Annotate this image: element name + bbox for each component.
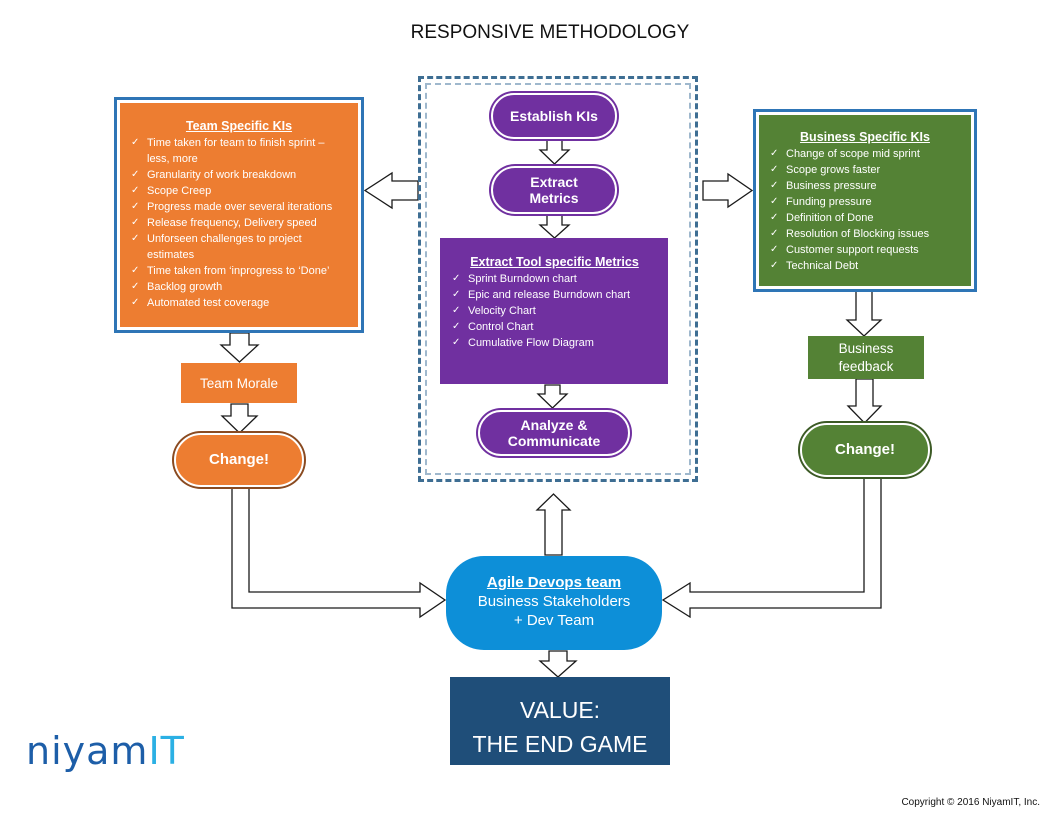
arrow-to-team-kis xyxy=(363,171,419,210)
arrow-morale-to-change xyxy=(220,403,259,434)
logo-part2: IT xyxy=(148,729,185,773)
arrow-feedback-to-change xyxy=(846,378,883,424)
niyamit-logo: niyamIT xyxy=(26,729,185,773)
team-ki-item: Progress made over several iterations xyxy=(130,199,348,215)
team-ki-item: Scope Creep xyxy=(130,183,348,199)
arrow-to-business-kis xyxy=(702,172,754,209)
tool-metric-item: Epic and release Burndown chart xyxy=(451,287,658,303)
arrow-establish-to-extract xyxy=(538,139,571,165)
analyze-line2: Communicate xyxy=(507,433,601,449)
business-ki-item: Business pressure xyxy=(769,178,961,194)
team-ki-item: Release frequency, Delivery speed xyxy=(130,215,348,231)
team-ki-item: Backlog growth xyxy=(130,279,348,295)
team-kis-heading: Team Specific KIs xyxy=(185,119,293,133)
team-morale-box: Team Morale xyxy=(181,363,297,403)
arrow-extract-to-tool-metrics xyxy=(538,213,571,239)
center-dashed-frame-inner xyxy=(425,83,691,475)
business-ki-item: Change of scope mid sprint xyxy=(769,146,961,162)
team-ki-item: Granularity of work breakdown xyxy=(130,167,348,183)
arrow-change-left-to-agile xyxy=(231,485,447,619)
tool-metrics-heading: Extract Tool specific Metrics xyxy=(470,255,639,269)
business-ki-item: Scope grows faster xyxy=(769,162,961,178)
center-dashed-frame xyxy=(418,76,698,482)
tool-metrics-list: Sprint Burndown chart Epic and release B… xyxy=(451,271,658,351)
team-ki-item: Time taken from ‘inprogress to ‘Done’ xyxy=(130,263,348,279)
tool-metric-item: Velocity Chart xyxy=(451,303,658,319)
change-left-label: Change! xyxy=(209,451,269,469)
business-ki-item: Customer support requests xyxy=(769,242,961,258)
extract-metrics-line2: Metrics xyxy=(529,190,579,206)
team-ki-item: Automated test coverage xyxy=(130,295,348,311)
value-box: VALUE: THE END GAME xyxy=(450,677,670,765)
arrow-tool-metrics-to-analyze xyxy=(536,384,569,409)
team-ki-item: Time taken for team to finish sprint – l… xyxy=(130,135,348,167)
logo-part1: niyam xyxy=(26,729,149,773)
business-kis-box: Business Specific KIs Change of scope mi… xyxy=(756,112,974,289)
value-line2: THE END GAME xyxy=(472,731,648,757)
arrow-agile-to-value xyxy=(538,650,578,678)
value-line1: VALUE: xyxy=(519,697,601,723)
page-title: RESPONSIVE METHODOLOGY xyxy=(410,22,690,43)
business-ki-item: Resolution of Blocking issues xyxy=(769,226,961,242)
establish-kis-label: Establish KIs xyxy=(510,107,598,124)
tool-metric-item: Control Chart xyxy=(451,319,658,335)
copyright-text: Copyright © 2016 NiyamIT, Inc. xyxy=(901,797,1040,808)
business-kis-heading: Business Specific KIs xyxy=(800,130,930,144)
business-feedback-line1: Business xyxy=(838,340,894,356)
business-feedback-box: Business feedback xyxy=(808,336,924,379)
team-morale-label: Team Morale xyxy=(199,375,279,391)
team-kis-list: Time taken for team to finish sprint – l… xyxy=(130,135,348,311)
change-left-node: Change! xyxy=(174,433,304,487)
arrow-agile-to-analyze xyxy=(535,493,572,556)
arrow-team-kis-to-morale xyxy=(219,332,260,363)
business-ki-item: Technical Debt xyxy=(769,258,961,274)
business-kis-list: Change of scope mid sprint Scope grows f… xyxy=(769,146,961,274)
change-right-node: Change! xyxy=(800,423,930,477)
team-ki-item: Unforseen challenges to project estimate… xyxy=(130,231,348,263)
team-kis-box: Team Specific KIs Time taken for team to… xyxy=(117,100,361,330)
extract-metrics-node: Extract Metrics xyxy=(491,166,617,214)
analyze-communicate-node: Analyze & Communicate xyxy=(478,410,630,456)
analyze-line1: Analyze & xyxy=(520,416,588,433)
change-right-label: Change! xyxy=(835,441,895,459)
tool-metric-item: Sprint Burndown chart xyxy=(451,271,658,287)
agile-devops-team-node: Agile Devops team Business Stakeholders … xyxy=(446,556,662,650)
agile-line1: Business Stakeholders xyxy=(477,593,631,610)
business-feedback-line2: feedback xyxy=(838,358,894,374)
extract-metrics-line1: Extract xyxy=(530,173,578,190)
arrow-business-kis-to-feedback xyxy=(845,289,883,337)
establish-kis-node: Establish KIs xyxy=(491,93,617,139)
arrow-change-right-to-agile xyxy=(661,474,882,619)
business-ki-item: Definition of Done xyxy=(769,210,961,226)
tool-metric-item: Cumulative Flow Diagram xyxy=(451,335,658,351)
agile-line2: + Dev Team xyxy=(513,612,595,629)
agile-heading: Agile Devops team xyxy=(486,574,622,591)
business-ki-item: Funding pressure xyxy=(769,194,961,210)
tool-metrics-box: Extract Tool specific Metrics Sprint Bur… xyxy=(440,238,668,384)
